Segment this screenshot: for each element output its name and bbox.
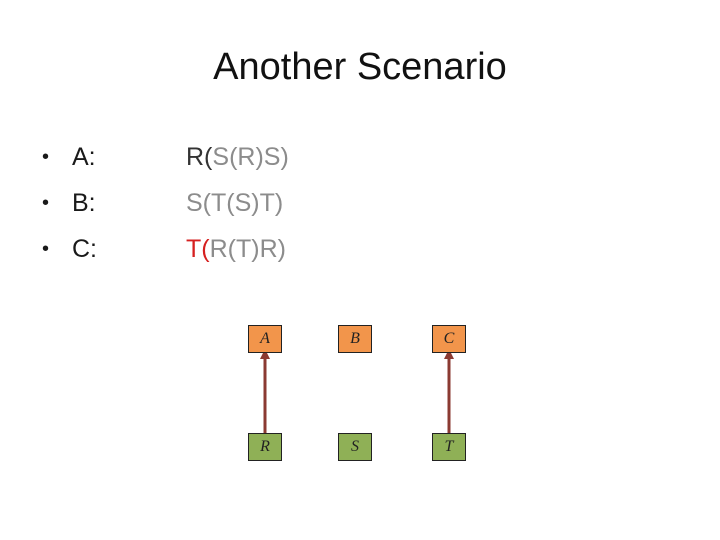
bullet-item: • B: xyxy=(42,180,97,226)
sequence-token: T( xyxy=(186,235,210,263)
resource-node-s: S xyxy=(338,433,372,461)
bullet-label: C: xyxy=(72,235,97,263)
slide-title: Another Scenario xyxy=(213,46,507,88)
sequence-token: S( xyxy=(186,189,211,217)
sequence-row: R( S( R) S) xyxy=(186,134,289,180)
sequence-token: R) xyxy=(237,143,264,171)
resource-node-r: R xyxy=(248,433,282,461)
sequence-token: T( xyxy=(211,189,235,217)
process-node-b: B xyxy=(338,325,372,353)
bullet-list: • A: • B: • C: xyxy=(42,134,97,272)
sequence-token: T) xyxy=(236,235,260,263)
sequence-token: S) xyxy=(263,143,289,171)
process-node-a: A xyxy=(248,325,282,353)
bullet-label: B: xyxy=(72,189,96,217)
bullet-icon: • xyxy=(42,146,50,168)
resource-node-t: T xyxy=(432,433,466,461)
sequence-token: R( xyxy=(209,235,236,263)
sequence-token: S) xyxy=(234,189,260,217)
sequence-token: R) xyxy=(259,235,286,263)
bullet-icon: • xyxy=(42,238,50,260)
operation-sequences: R( S( R) S) S( T( S) T) T( R( T) R) xyxy=(186,134,289,272)
sequence-token: S( xyxy=(212,143,238,171)
sequence-token: T) xyxy=(259,189,284,217)
sequence-token: R( xyxy=(186,143,213,171)
bullet-icon: • xyxy=(42,192,50,214)
process-node-c: C xyxy=(432,325,466,353)
bullet-label: A: xyxy=(72,143,96,171)
bullet-item: • A: xyxy=(42,134,97,180)
sequence-row: S( T( S) T) xyxy=(186,180,289,226)
sequence-row: T( R( T) R) xyxy=(186,226,289,272)
bullet-item: • C: xyxy=(42,226,97,272)
